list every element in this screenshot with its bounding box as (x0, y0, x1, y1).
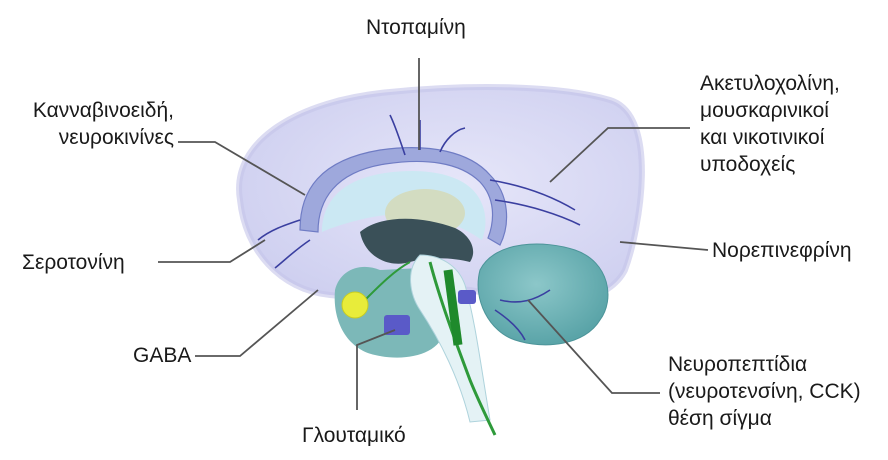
label-gaba: GABA (133, 342, 191, 369)
label-glutamate: Γλουταμικό (302, 422, 406, 449)
label-norepinephrine: Νορεπινεφρίνη (712, 237, 852, 264)
label-neuropeptides-line2: (νευροτενσίνη, CCK) (668, 378, 861, 405)
label-acetylcholine-line1: Ακετυλοχολίνη, (700, 70, 840, 97)
purple-nucleus-2 (458, 290, 476, 304)
label-neuropeptides-line3: θέση σίγμα (668, 405, 861, 432)
label-dopamine: Ντοπαμίνη (366, 14, 466, 41)
yellow-nucleus (342, 292, 368, 318)
label-cannabinoids-line1: Κανναβινοειδή, (4, 97, 174, 124)
label-neuropeptides-line1: Νευροπεπτίδια (668, 351, 861, 378)
label-cannabinoids: Κανναβινοειδή, νευροκινίνες (4, 97, 174, 151)
label-acetylcholine-line2: μουσκαρινικοί (700, 97, 840, 124)
label-neuropeptides: Νευροπεπτίδια (νευροτενσίνη, CCK) θέση σ… (668, 351, 861, 432)
label-acetylcholine: Ακετυλοχολίνη, μουσκαρινικοί και νικοτιν… (700, 70, 840, 178)
label-serotonin: Σεροτονίνη (22, 249, 125, 276)
label-acetylcholine-line3: και νικοτινικοί (700, 124, 840, 151)
label-acetylcholine-line4: υποδοχείς (700, 151, 840, 178)
label-cannabinoids-line2: νευροκινίνες (4, 124, 174, 151)
